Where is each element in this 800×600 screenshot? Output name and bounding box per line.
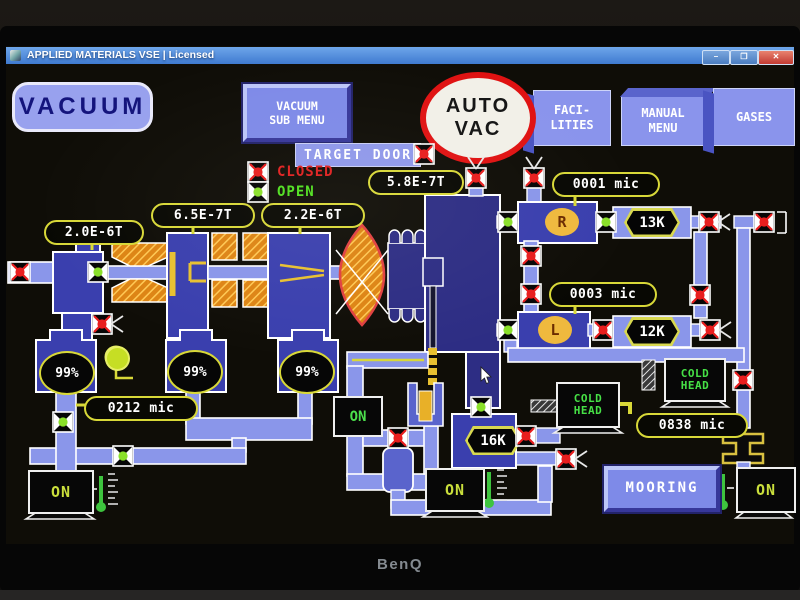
facilities-label-2: LITIES — [550, 118, 594, 132]
cold-head-1: COLD HEAD — [556, 382, 620, 428]
cold-head-2: COLD HEAD — [664, 358, 726, 402]
cold-head-2-label-1: COLD — [680, 366, 710, 380]
cryo-temp-evap-value: 16K — [480, 432, 506, 449]
channel-right-indicator: R — [545, 208, 579, 236]
heater-on-button[interactable]: ON — [333, 396, 383, 437]
vacuum-sub-menu-button[interactable]: VACUUM SUB MENU — [241, 82, 353, 144]
cryo-temp-evap: 16K — [465, 426, 521, 455]
desk-edge — [0, 590, 800, 600]
legend-closed-label: CLOSED — [277, 164, 334, 180]
gauge-chamber2: 2.2E-6T — [261, 203, 365, 228]
rl-link-lower-valve-closed-icon[interactable] — [519, 282, 543, 306]
cold-head-1-label-2: HEAD — [573, 404, 603, 417]
cryo-pump-on-label: ON — [755, 481, 777, 499]
target-door-valve-closed-icon[interactable] — [412, 142, 436, 166]
evap-pump-on-label: ON — [444, 481, 466, 499]
r-gate-right-valve-open-icon[interactable] — [594, 210, 618, 234]
gauge-main-chamber: 5.8E-7T — [368, 170, 464, 195]
gases-button[interactable]: GASES — [713, 88, 795, 146]
r-line-vent-valve-closed-icon[interactable] — [697, 210, 731, 234]
cryo-pump-on-indicator: ON — [736, 467, 796, 513]
minimize-button[interactable]: – — [702, 50, 730, 65]
vacuum-sub-menu-label-1: VACUUM — [276, 98, 318, 113]
window-title: APPLIED MATERIALS VSE | Licensed — [27, 49, 215, 61]
cryo-inlet-valve-open-icon[interactable] — [469, 395, 493, 419]
manual-menu-button[interactable]: MANUAL MENU — [621, 96, 705, 146]
r-line-end-valve-closed-icon[interactable] — [752, 210, 776, 234]
cryo-temp-upper-value: 13K — [639, 214, 665, 231]
mouse-cursor — [480, 366, 492, 385]
mooring-label: MOORING — [625, 480, 699, 497]
cold-head-2-label-2: HEAD — [680, 379, 710, 392]
gauge-lower-line: 0003 mic — [549, 282, 657, 307]
source-inlet-valve-closed-icon[interactable] — [8, 260, 32, 284]
manual-menu-label-1: MANUAL — [641, 106, 685, 120]
auto-vac-label-2: VAC — [454, 118, 502, 140]
right-link-valve-closed-icon[interactable] — [688, 283, 712, 307]
facilities-label-1: FACI- — [553, 103, 591, 117]
page-title: VACUUM — [12, 82, 153, 132]
roughing-pump-on-indicator: ON — [28, 470, 94, 514]
gauge-cryo-line: 0838 mic — [636, 413, 748, 438]
source-vent-valve-closed-icon[interactable] — [90, 312, 124, 336]
auto-vac-indicator[interactable]: AUTO VAC — [420, 72, 536, 164]
legend-closed-valve-closed-icon — [247, 161, 269, 183]
turbo-speed-1: 99% — [39, 351, 95, 395]
turbo-speed-2: 99% — [167, 350, 223, 394]
evap-pump-on-indicator: ON — [425, 468, 485, 512]
l-gate-left-valve-open-icon[interactable] — [496, 318, 520, 342]
monitor-brand-logo: BenQ — [376, 556, 423, 573]
l-line-vent-valve-closed-icon[interactable] — [698, 318, 732, 342]
cryo-temp-upper: 13K — [624, 208, 680, 237]
app-icon — [10, 50, 21, 61]
close-button[interactable]: ✕ — [758, 50, 794, 65]
lamp-indicator — [105, 346, 130, 371]
legend-open-label: OPEN — [277, 184, 315, 200]
l-gate-mid-valve-closed-icon[interactable] — [591, 318, 615, 342]
right-line-valve-closed-icon[interactable] — [731, 368, 755, 392]
cryo-temp-lower: 12K — [624, 317, 680, 346]
gases-label: GASES — [735, 109, 773, 124]
gauge-chamber1: 6.5E-7T — [151, 203, 255, 228]
foreline-valve-open-icon[interactable] — [111, 444, 135, 468]
auto-vac-label-1: AUTO — [445, 95, 511, 117]
roughing-pump-on-label: ON — [50, 483, 72, 501]
target-door-label: TARGET DOOR — [295, 143, 421, 167]
source-gate-valve-open-icon[interactable] — [86, 260, 110, 284]
pump1-drain-valve-open-icon[interactable] — [51, 410, 75, 434]
rl-link-upper-valve-closed-icon[interactable] — [519, 244, 543, 268]
restore-button[interactable]: ❐ — [730, 50, 758, 65]
r-gate-left-valve-open-icon[interactable] — [496, 210, 520, 234]
mooring-button[interactable]: MOORING — [602, 464, 722, 514]
chamber-vent-valve-closed-icon[interactable] — [464, 156, 488, 190]
window-titlebar — [6, 47, 794, 64]
cold-head-1-label-1: COLD — [573, 391, 603, 405]
legend-open-valve-open-icon — [247, 181, 269, 203]
cryo-temp-lower-value: 12K — [639, 323, 665, 340]
cryo-vent-valve-closed-icon[interactable] — [554, 447, 588, 471]
vacuum-sub-menu-label-2: SUB MENU — [269, 113, 325, 127]
manual-menu-label-2: MENU — [648, 121, 678, 135]
channel-left-indicator: L — [538, 316, 572, 344]
facilities-button[interactable]: FACI- LITIES — [533, 90, 611, 146]
evap-feed-valve-closed-icon[interactable] — [386, 426, 410, 450]
r-riser-vent-valve-closed-icon[interactable] — [522, 156, 546, 190]
turbo-speed-3: 99% — [279, 350, 335, 394]
gauge-source: 2.0E-6T — [44, 220, 144, 245]
gauge-foreline: 0212 mic — [84, 396, 198, 421]
cryo-outlet-valve-closed-icon[interactable] — [514, 424, 538, 448]
gauge-upper-line: 0001 mic — [552, 172, 660, 197]
